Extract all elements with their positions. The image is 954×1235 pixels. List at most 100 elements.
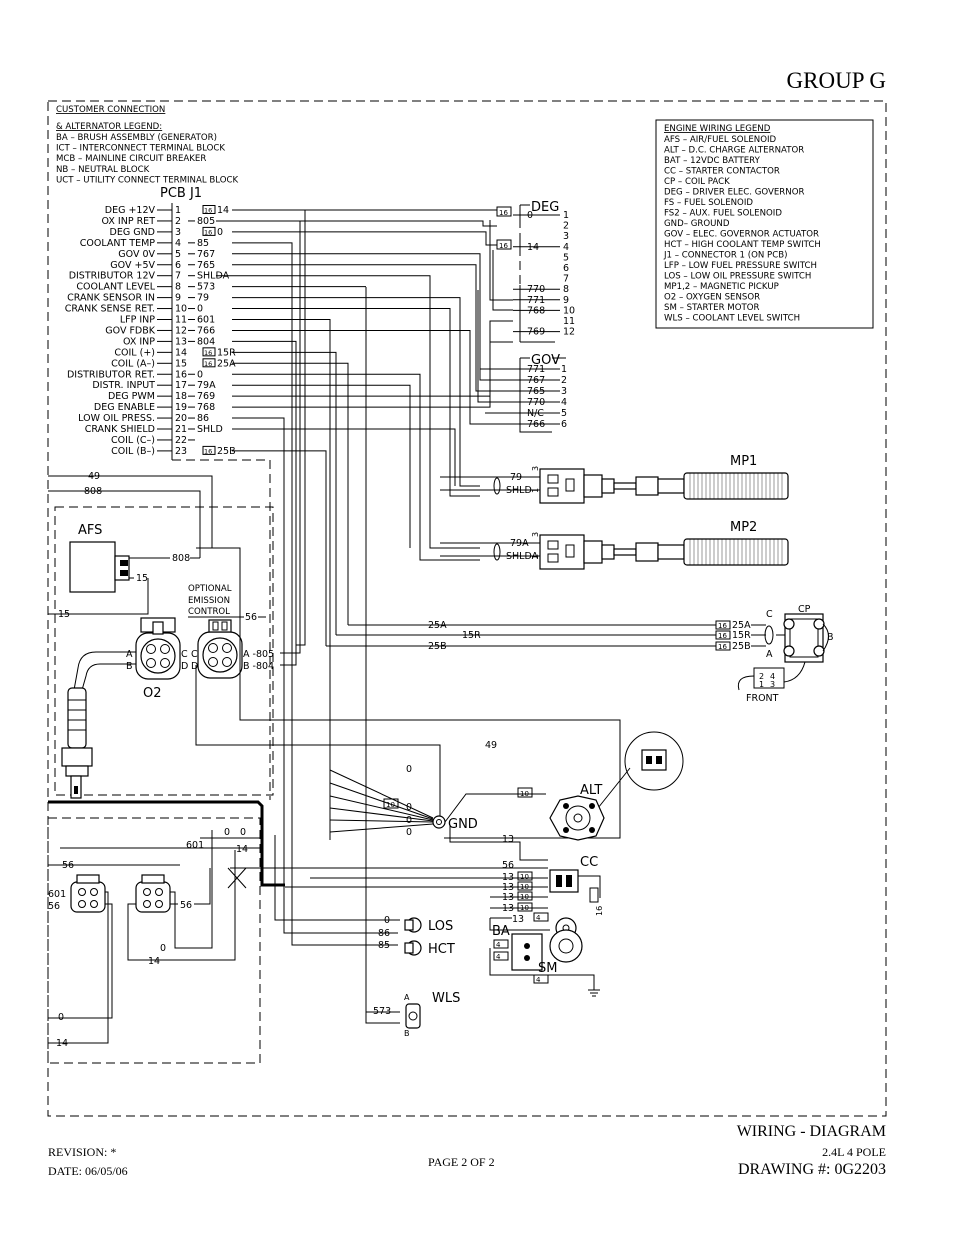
pcb-gauge: 16	[204, 207, 212, 215]
hct-85: 85	[378, 940, 390, 951]
lower-601-label: 601	[186, 840, 204, 851]
pcb-pin-label: COOLANT TEMP	[80, 238, 156, 249]
pcb-pin-label: OX INP RET	[102, 216, 156, 227]
deg-gauge-2: 16	[499, 242, 508, 250]
cc-16: 16	[595, 906, 604, 916]
lower-0-label: 0	[58, 1012, 64, 1023]
harness-wire	[232, 308, 480, 497]
pcb-wire-label: 804	[197, 336, 215, 347]
cp-f2: 2	[759, 672, 764, 681]
pcb-pin-number: 16	[175, 369, 187, 380]
sm-g4-c: 4	[496, 953, 501, 961]
gov-pin-number: 4	[561, 397, 567, 408]
cp-front: FRONT	[746, 693, 779, 704]
los-0: 0	[384, 915, 390, 926]
sm-ba: BA	[492, 924, 510, 939]
conn1-56: 56	[48, 901, 60, 912]
deg-pin-number: 2	[563, 221, 569, 232]
pcb-pin-number: 23	[175, 446, 187, 457]
o2-b: B	[126, 661, 133, 672]
engine-legend: ENGINE WIRING LEGEND AFS – AIR/FUEL SOLE…	[655, 119, 874, 329]
customer-legend-entry: MCB – MAINLINE CIRCUIT BREAKER	[56, 154, 206, 164]
cp-25a: 25A	[732, 620, 751, 631]
afs-15-label: 15	[136, 573, 148, 584]
pcb-pin-number: 14	[175, 347, 187, 358]
pcb-wire-label: 768	[197, 402, 215, 413]
harness-wire	[232, 428, 456, 486]
lower-14b-label: 14	[148, 956, 160, 967]
harness-wire	[477, 290, 485, 403]
pcb-pin-number: 20	[175, 413, 187, 424]
o2-d: D	[181, 661, 188, 672]
deg-pin-number: 7	[563, 274, 569, 285]
emission-56-label: 56	[245, 612, 257, 623]
pcb-gauge-box	[202, 347, 216, 357]
engine-legend-entry: SM – STARTER MOTOR	[664, 303, 759, 313]
engine-legend-entry: WLS – COOLANT LEVEL SWITCH	[664, 314, 800, 324]
pcb-pin-label: COIL (C–)	[111, 435, 155, 446]
emission-label-1: OPTIONAL	[188, 584, 232, 594]
pcb-gauge-box	[202, 205, 216, 214]
mp1-pin3: 3	[531, 466, 540, 471]
customer-legend-entry: ICT – INTERCONNECT TERMINAL BLOCK	[56, 144, 225, 154]
revision: REVISION: *	[48, 1145, 117, 1159]
gov-pin-number: 5	[561, 408, 567, 419]
engine-legend-entry: CC – STARTER CONTACTOR	[664, 167, 780, 177]
harness-sheath	[172, 459, 271, 800]
pcb-pin-number: 10	[175, 304, 187, 315]
lower-56-label: 56	[62, 860, 74, 871]
lower-left-connectors: 56 601 601 56 56 0 14 14 0 14 0 0	[48, 827, 260, 1049]
engine-legend-entry: ALT – D.C. CHARGE ALTERNATOR	[664, 146, 804, 156]
cp-b: B	[827, 632, 834, 643]
gov-wire-label: 767	[527, 375, 545, 386]
gov-pin-number: 6	[561, 419, 567, 430]
left-harness: 49 808 15	[48, 471, 274, 796]
harness-wire	[232, 264, 485, 392]
pcb-pin-number: 18	[175, 391, 187, 402]
customer-legend-entry: BA – BRUSH ASSEMBLY (GENERATOR)	[56, 133, 217, 143]
mp1-pin1: 1	[531, 488, 540, 493]
pcb-pin-label: COIL (B–)	[111, 446, 155, 457]
o2-title: O2	[143, 686, 162, 701]
mp1-shield-ring	[493, 477, 501, 495]
customer-legend: CUSTOMER CONNECTION & ALTERNATOR LEGEND:…	[56, 105, 239, 185]
o2-a: A	[126, 649, 133, 660]
lower-14c-label: 14	[236, 844, 248, 855]
coil-pack: 25A 15R 25B 16 16 16 25A 15R 25B C A CP …	[326, 604, 834, 704]
wls-title: WLS	[432, 991, 460, 1006]
harness-wire	[489, 220, 513, 301]
deg-pin-number: 10	[563, 305, 575, 316]
pcb-pin-number: 17	[175, 380, 187, 391]
mp2-pin3: 3	[531, 532, 540, 537]
sm-13: 13	[512, 914, 524, 925]
deg-pin-number: 9	[563, 295, 569, 306]
pcb-pin-label: CRANK SENSE RET.	[65, 304, 155, 315]
cc-13-a: 13	[502, 834, 514, 845]
deg-pin-number: 3	[563, 231, 569, 242]
date: DATE: 06/05/06	[48, 1164, 128, 1178]
deg-pin-number: 5	[563, 252, 569, 263]
alt-gauge: 10	[520, 790, 529, 798]
group-title: GROUP G	[786, 68, 886, 93]
harness-wire	[232, 373, 480, 561]
o2-sensor: A B C D O2	[61, 617, 188, 799]
gnd-junction: 49 GND 0 0 0 10 0 10	[195, 547, 621, 839]
pcb-wire-label: 805	[197, 216, 215, 227]
los-title: LOS	[428, 919, 453, 934]
gnd-49-label: 49	[485, 740, 497, 751]
deg-pin-number: 8	[563, 284, 569, 295]
sensor-switches: 0 LOS 86 85 HCT 573 A B WLS	[274, 287, 460, 1038]
cp-25a-wire: 25A	[428, 620, 447, 631]
harness-wire	[232, 351, 337, 635]
pcb-wire-label: 79A	[197, 380, 216, 391]
cc-g10-b: 10	[520, 883, 529, 891]
deg-pin-number: 12	[563, 327, 575, 338]
engine-legend-entry: BAT – 12VDC BATTERY	[664, 156, 761, 166]
pcb-pin-label: LFP INP	[120, 315, 155, 326]
pcb-pin-number: 9	[175, 293, 181, 304]
cp-gauge-b: 16	[718, 643, 727, 651]
harness-wire	[232, 340, 297, 666]
